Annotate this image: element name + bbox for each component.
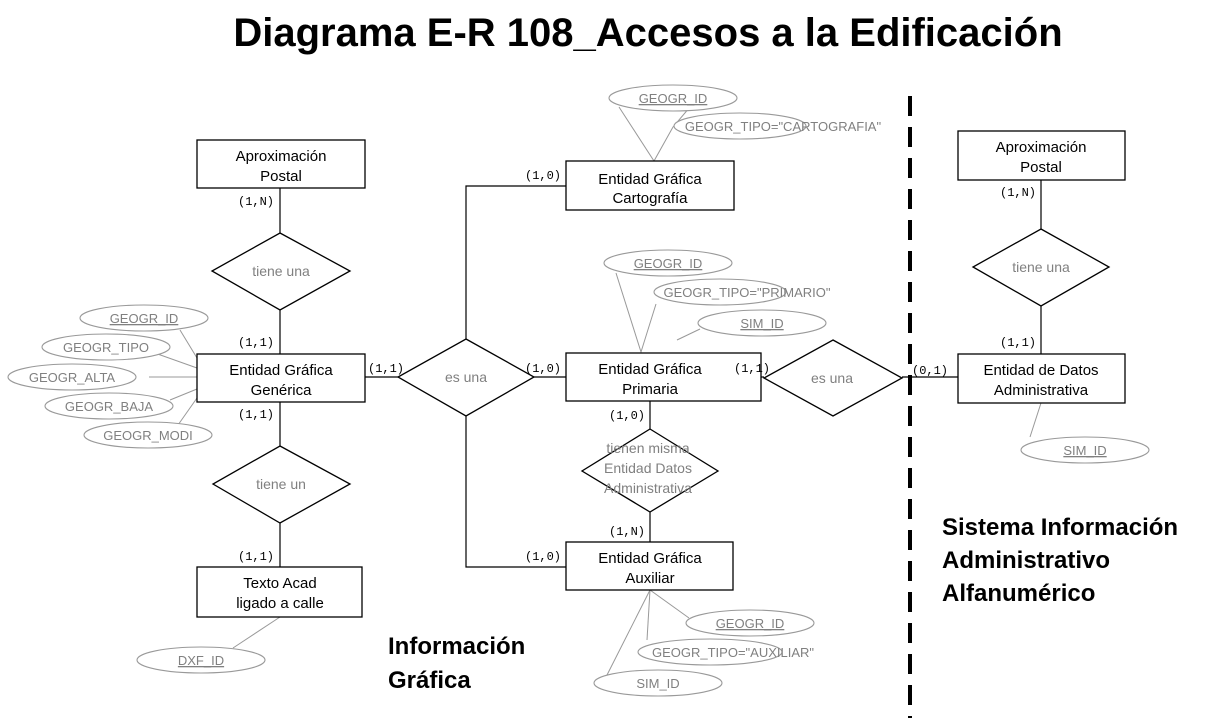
entity-label-line: Aproximación <box>236 148 327 165</box>
attribute-auxiliar-sim-id: SIM_ID <box>593 669 723 697</box>
attribute-label: SIM_ID <box>636 676 679 691</box>
diagram-title: Diagrama E-R 108_Accesos a la Edificació… <box>233 11 1062 55</box>
entity-aproximacion-postal-left: Aproximación Postal <box>196 139 366 189</box>
attribute-label: GEOGR_TIPO <box>63 340 149 355</box>
entity-grafica-generica: Entidad Gráfica Genérica <box>196 353 366 403</box>
cardinality-label: (1,N) <box>609 525 645 539</box>
cardinality-label: (1,1) <box>238 408 274 422</box>
entity-label-line: Auxiliar <box>625 570 674 587</box>
section-informacion-grafica: Información Gráfica <box>388 633 525 694</box>
cardinality-label: (1,0) <box>609 409 645 423</box>
attribute-generica-geogr-modi: GEOGR_MODI <box>83 421 213 449</box>
attribute-label: GEOGR_ID <box>110 311 179 326</box>
attribute-label: SIM_ID <box>740 316 783 331</box>
attribute-generica-geogr-baja: GEOGR_BAJA <box>44 392 174 420</box>
entity-grafica-cartografia: Entidad Gráfica Cartografía <box>565 160 735 211</box>
attribute-administrativa-sim-id: SIM_ID <box>1020 436 1150 464</box>
relationship-label: tienen misma <box>606 440 689 456</box>
attribute-label: DXF_ID <box>178 653 224 668</box>
relationship-label: es una <box>445 369 487 385</box>
section-label-line: Información <box>388 633 525 660</box>
cardinality-label: (1,0) <box>525 169 561 183</box>
section-label-line: Administrativo <box>942 547 1110 574</box>
cardinality-label: (1,1) <box>238 336 274 350</box>
attribute-label: SIM_ID <box>1063 443 1106 458</box>
relationship-tiene-una-left: tiene una <box>210 232 352 311</box>
cardinality-label: (1,0) <box>525 550 561 564</box>
section-label-line: Gráfica <box>388 667 471 694</box>
entity-label-line: Cartografía <box>612 190 688 207</box>
entity-label-line: Aproximación <box>996 139 1087 156</box>
entity-aproximacion-postal-right: Aproximación Postal <box>957 130 1126 181</box>
attribute-label: GEOGR_BAJA <box>65 399 153 414</box>
relationship-es-una-right: es una <box>762 339 904 417</box>
relationship-label: tiene una <box>1012 259 1070 275</box>
attribute-generica-geogr-tipo: GEOGR_TIPO <box>41 333 171 361</box>
cardinality-label: (1,1) <box>368 362 404 376</box>
entity-label-line: Entidad Gráfica <box>598 550 702 567</box>
relationship-es-una-left: es una <box>396 338 536 417</box>
attribute-label: GEOGR_ID <box>639 91 708 106</box>
attribute-label: GEOGR_TIPO="CARTOGRAFIA" <box>685 119 882 134</box>
cardinality-label: (0,1) <box>912 364 948 378</box>
cardinality-label: (1,1) <box>238 550 274 564</box>
entity-texto-acad: Texto Acad ligado a calle <box>196 566 363 618</box>
cardinality-label: (1,1) <box>734 362 770 376</box>
entity-label-line: Entidad Gráfica <box>229 362 333 379</box>
entity-grafica-auxiliar: Entidad Gráfica Auxiliar <box>565 541 734 591</box>
relationship-label: Entidad Datos <box>604 460 692 476</box>
relationship-lines <box>279 180 1042 568</box>
attribute-label: GEOGR_ID <box>716 616 785 631</box>
cardinality-label: (1,1) <box>1000 336 1036 350</box>
relationship-tiene-una-right: tiene una <box>971 228 1111 307</box>
entity-grafica-primaria: Entidad Gráfica Primaria <box>565 352 762 402</box>
entity-label-line: Entidad Gráfica <box>598 171 702 188</box>
attribute-auxiliar-geogr-tipo: GEOGR_TIPO="AUXILIAR" <box>637 638 814 666</box>
relationship-label: tiene una <box>252 263 310 279</box>
cardinality-labels: (1,N) (1,1) (1,1) (1,1) (1,1) (1,0) (1,0… <box>238 169 1036 564</box>
entity-label-line: Postal <box>1020 159 1062 176</box>
entity-label-line: Primaria <box>622 381 678 398</box>
section-sistema-alfanumerico: Sistema Información Administrativo Alfan… <box>942 514 1178 607</box>
attribute-label: GEOGR_TIPO="AUXILIAR" <box>652 645 814 660</box>
attribute-auxiliar-geogr-id: GEOGR_ID <box>685 609 815 637</box>
entity-label-line: Entidad de Datos <box>983 362 1098 379</box>
entity-label-line: Genérica <box>251 382 313 399</box>
entity-label-line: Entidad Gráfica <box>598 361 702 378</box>
attribute-generica-geogr-alta: GEOGR_ALTA <box>7 363 137 391</box>
relationship-label: tiene un <box>256 476 306 492</box>
attribute-primaria-geogr-id: GEOGR_ID <box>603 249 733 277</box>
relationship-label: Administrativa <box>604 480 692 496</box>
attribute-label: GEOGR_MODI <box>103 428 193 443</box>
entity-label-line: Postal <box>260 168 302 185</box>
cardinality-label: (1,N) <box>238 195 274 209</box>
relationship-tiene-un: tiene un <box>211 445 352 524</box>
entity-label-line: Administrativa <box>994 382 1089 399</box>
cardinality-label: (1,N) <box>1000 186 1036 200</box>
attribute-label: GEOGR_ID <box>634 256 703 271</box>
cardinality-label: (1,0) <box>525 362 561 376</box>
relationship-tienen-misma: tienen misma Entidad Datos Administrativ… <box>580 428 720 513</box>
attribute-cartografia-geogr-id: GEOGR_ID <box>608 84 738 112</box>
section-label-line: Sistema Información <box>942 514 1178 541</box>
attribute-label: GEOGR_ALTA <box>29 370 116 385</box>
attribute-primaria-sim-id: SIM_ID <box>697 309 827 337</box>
attribute-generica-geogr-id: GEOGR_ID <box>79 304 209 332</box>
section-label-line: Alfanumérico <box>942 580 1095 607</box>
entity-datos-administrativa: Entidad de Datos Administrativa <box>957 353 1126 404</box>
entity-label-line: ligado a calle <box>236 595 324 612</box>
attribute-cartografia-geogr-tipo: GEOGR_TIPO="CARTOGRAFIA" <box>673 112 882 140</box>
entity-label-line: Texto Acad <box>243 575 316 592</box>
relationship-label: es una <box>811 370 853 386</box>
attribute-label: GEOGR_TIPO="PRIMARIO" <box>663 285 830 300</box>
attribute-primaria-geogr-tipo: GEOGR_TIPO="PRIMARIO" <box>653 278 831 306</box>
attribute-texto-dxf-id: DXF_ID <box>136 646 266 674</box>
